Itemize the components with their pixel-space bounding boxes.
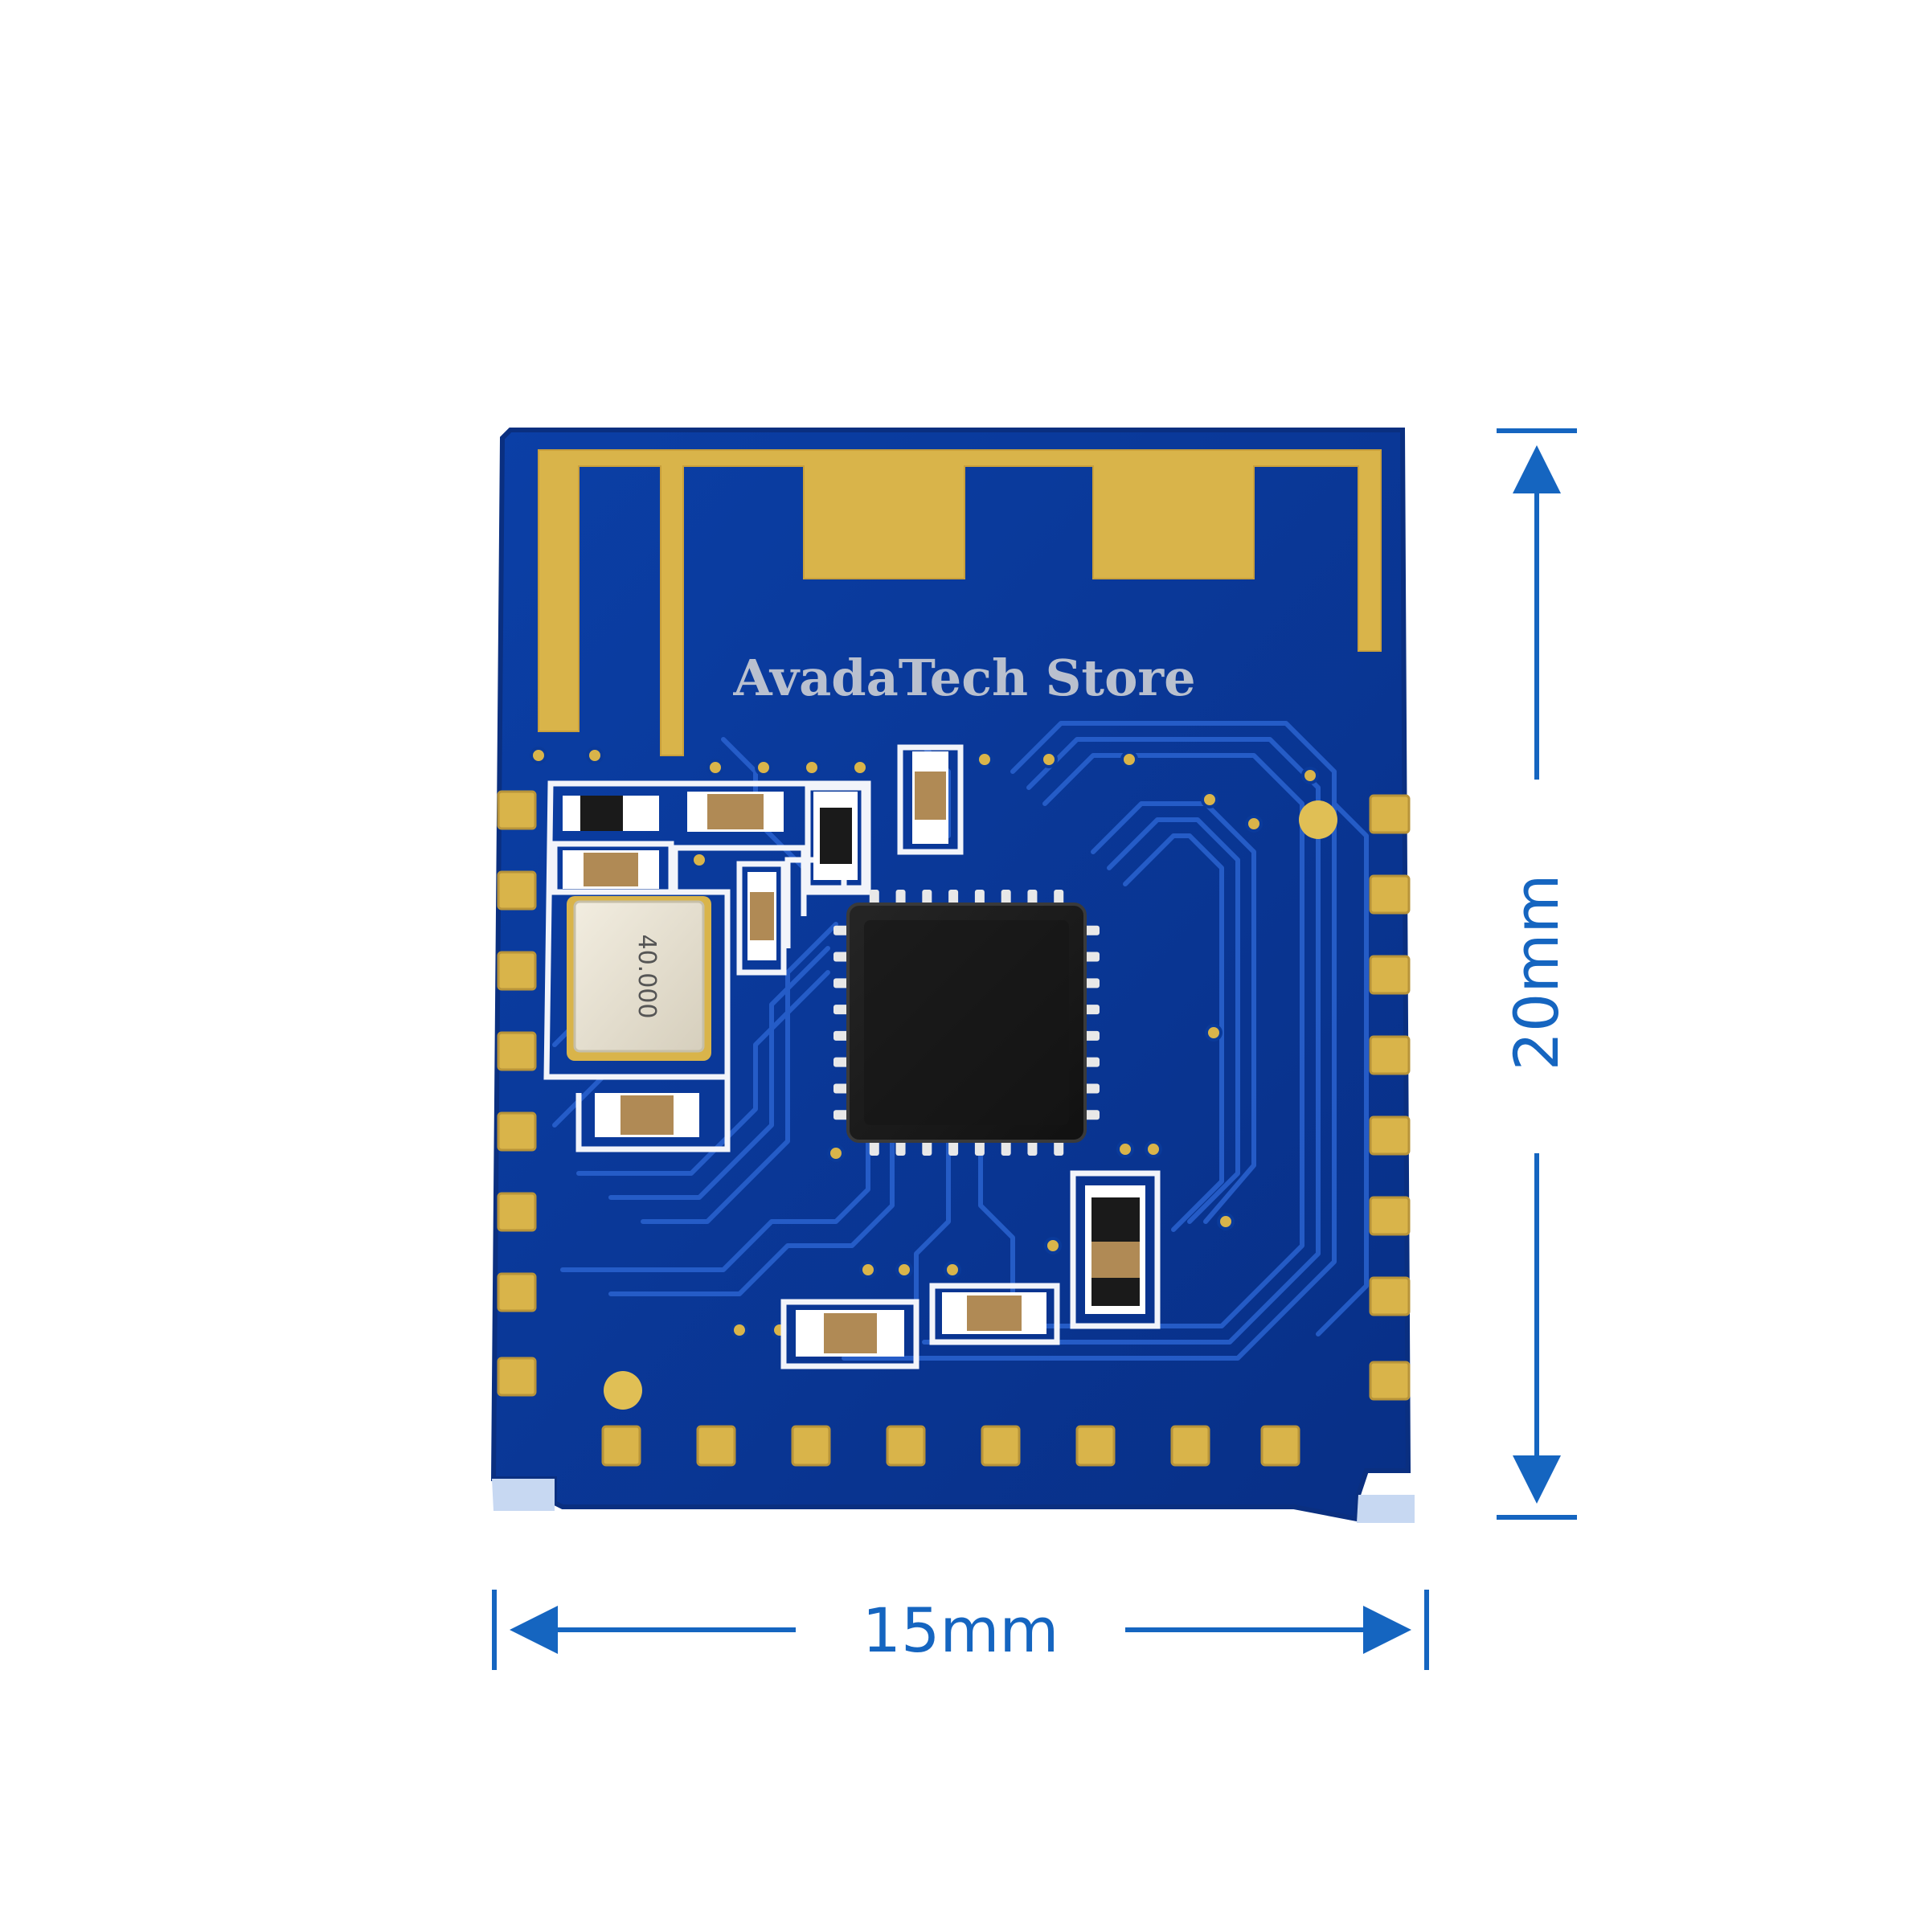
test-pad-top xyxy=(1299,800,1337,839)
crystal-marking: 40.000 xyxy=(633,935,661,1019)
main-chip xyxy=(833,890,1100,1156)
smd-components xyxy=(563,751,1145,1357)
pads-right xyxy=(1369,794,1411,1401)
silkscreen-outlines xyxy=(543,744,1161,1369)
vias xyxy=(530,747,1319,1339)
test-pad-bottom xyxy=(604,1371,642,1410)
pads-bottom xyxy=(601,1425,1300,1467)
watermark: AvadaTech Store xyxy=(732,649,1195,707)
width-dimension xyxy=(492,1590,1429,1670)
height-dimension xyxy=(1497,428,1577,1520)
pcb-traces xyxy=(552,721,1369,1361)
antenna-trace xyxy=(538,449,1382,756)
crystal-oscillator xyxy=(567,896,711,1061)
height-label: 20mm xyxy=(1501,874,1572,1071)
width-label: 15mm xyxy=(862,1594,1059,1666)
pads-left xyxy=(497,790,537,1397)
